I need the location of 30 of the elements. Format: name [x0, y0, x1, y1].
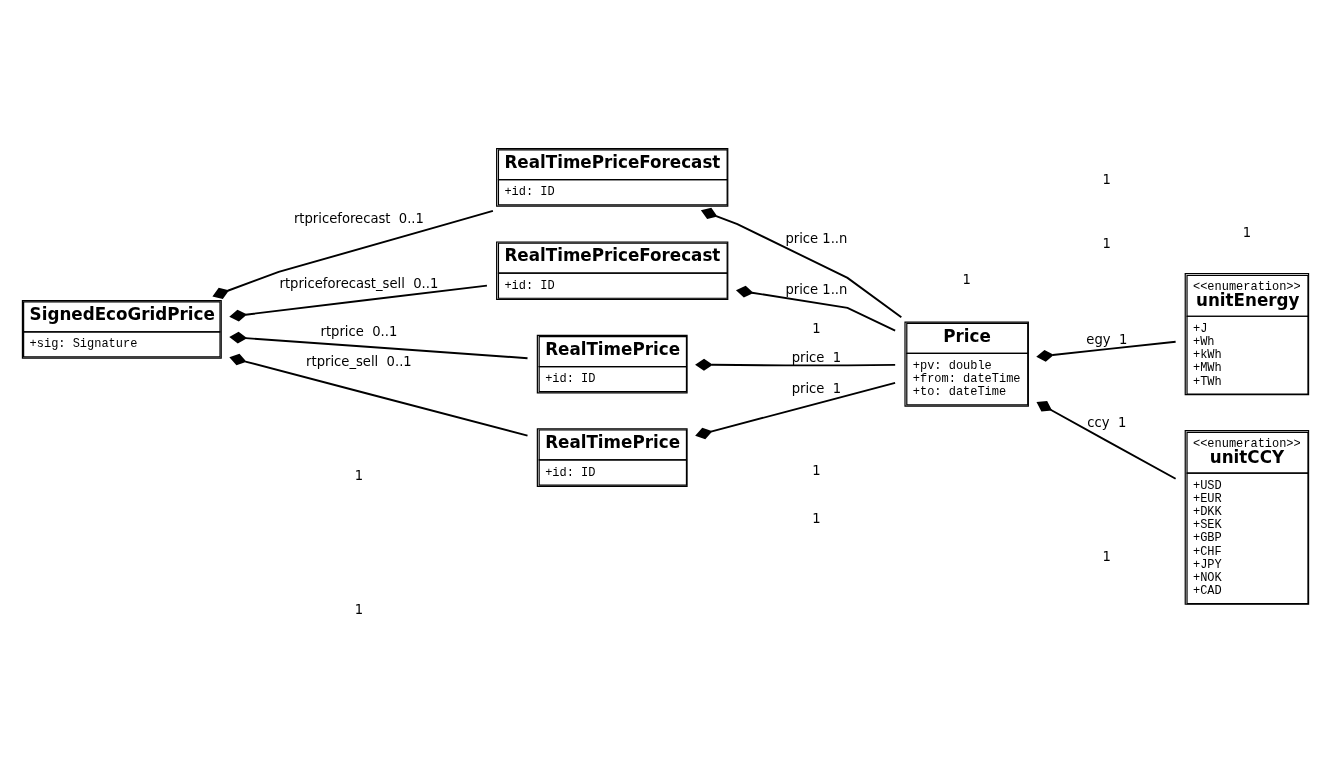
connector	[700, 207, 903, 318]
edge-label: rtprice 0..1	[320, 323, 398, 339]
label: 1	[354, 467, 364, 483]
connector	[212, 209, 494, 299]
edge-label: rtpriceforecast 0..1	[293, 210, 424, 226]
label: 1	[1102, 548, 1111, 564]
connector	[229, 353, 529, 437]
connector	[229, 331, 529, 359]
edge-label: price 1..n	[785, 230, 848, 246]
edge-label: ccy 1	[1087, 414, 1127, 430]
connector	[735, 285, 897, 332]
edge-label: price 1	[791, 380, 842, 396]
label: 1	[812, 462, 821, 478]
connector	[229, 284, 488, 321]
connector	[695, 381, 897, 439]
label: 1	[1242, 224, 1252, 240]
edge-label: price 1	[791, 349, 842, 364]
label: 1	[812, 320, 821, 336]
label: 1	[1102, 235, 1111, 251]
edge-label: price 1..n	[785, 281, 848, 297]
edge-label: rtprice_sell 0..1	[306, 353, 412, 369]
label: 1	[1102, 171, 1111, 187]
label: 1	[812, 510, 821, 526]
edge-label: rtpriceforecast_sell 0..1	[279, 275, 439, 291]
edge-label: egy 1	[1086, 331, 1128, 347]
connector	[695, 358, 897, 371]
connector	[1036, 340, 1177, 362]
label: 1	[354, 601, 364, 617]
label: 1	[962, 271, 971, 287]
connector	[1036, 400, 1177, 480]
